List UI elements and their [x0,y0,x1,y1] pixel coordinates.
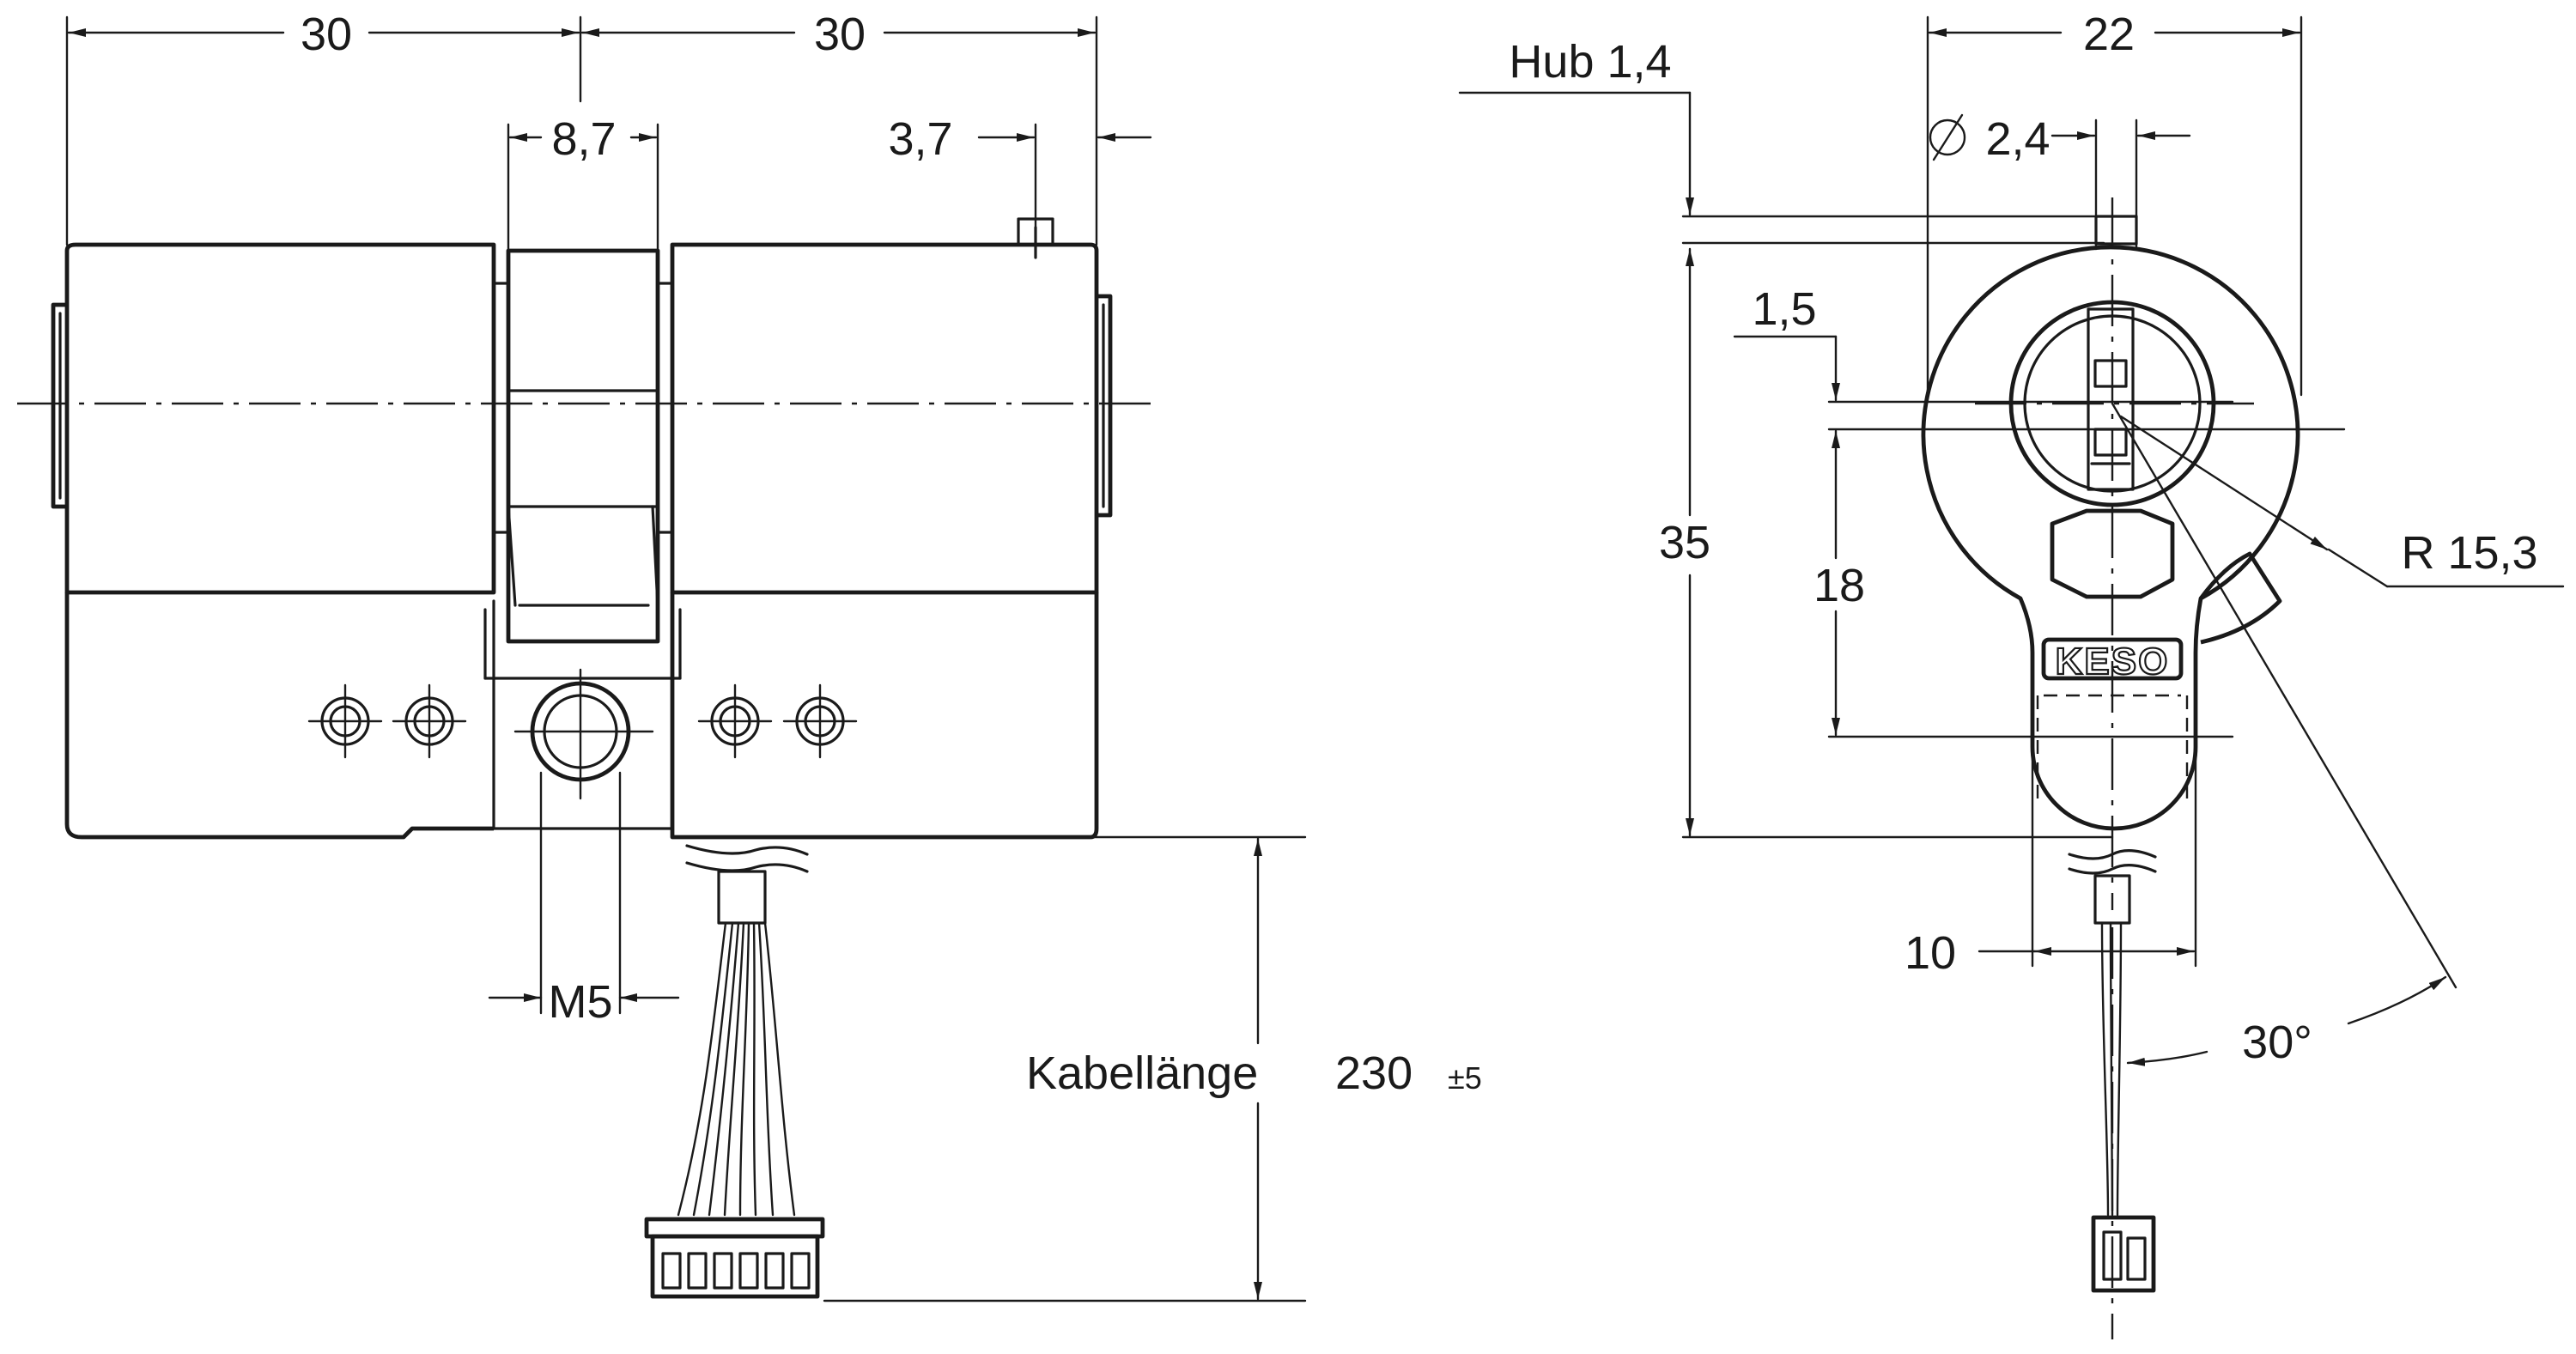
dim-height-label: 35 [1659,517,1710,568]
cylinder-profile: KESO [1921,197,2300,910]
front-cable [2068,849,2157,1339]
cable-length-tolerance: ±5 [1448,1060,1482,1096]
dim-radius-label: R 15,3 [2401,527,2537,579]
dim-pin-diameter: 2,4 [1929,113,2191,251]
dim-center-bottom-label: 18 [1814,560,1865,611]
dim-angle-label: 30° [2242,1017,2312,1068]
dim-offset-label: 1,5 [1752,283,1816,335]
dim-width: 22 [1926,9,2303,397]
screw-holes [307,668,858,800]
cylinder-body [17,217,1151,840]
dim-right-half: 30 [580,9,1097,60]
dim-neck-width: 10 [1905,737,2197,979]
dim-right-half-label: 30 [814,9,866,60]
diameter-symbol [1929,113,1966,161]
cable-length-label: Kabellänge [1026,1047,1258,1099]
dim-width-label: 22 [2083,9,2135,60]
front-view: 22 Hub 1,4 2,4 35 [1458,9,2565,1339]
dim-left-half: 30 [67,9,580,60]
dim-radius: R 15,3 [2119,415,2565,588]
dim-angle: 30° [2111,402,2458,1068]
dim-thread: M5 [488,771,680,1028]
dim-center-bottom: 18 [1814,429,2234,738]
dim-pin: 3,7 [888,113,1152,165]
cable-connector [644,1217,825,1299]
dim-offset: 1,5 [1733,283,2346,431]
dim-cam-width: 8,7 [508,113,658,165]
dim-stroke: Hub 1,4 [1458,36,2118,245]
dim-thread-label: M5 [548,976,612,1028]
dim-neck-width-label: 10 [1905,927,1956,979]
dim-height: 35 [1659,247,2114,839]
dim-pin-label: 3,7 [888,113,952,165]
dim-stroke-label: Hub 1,4 [1509,36,1671,88]
dim-pin-diameter-label: 2,4 [1985,113,2050,165]
dim-cam-width-label: 8,7 [551,113,616,165]
dim-left-half-label: 30 [301,9,352,60]
dim-cable-length: Kabellänge 230 ±5 [805,835,1482,1302]
side-view: 30 30 8,7 3,7 [17,9,1482,1302]
cable [677,844,809,1217]
cable-length-value: 230 [1335,1047,1413,1099]
